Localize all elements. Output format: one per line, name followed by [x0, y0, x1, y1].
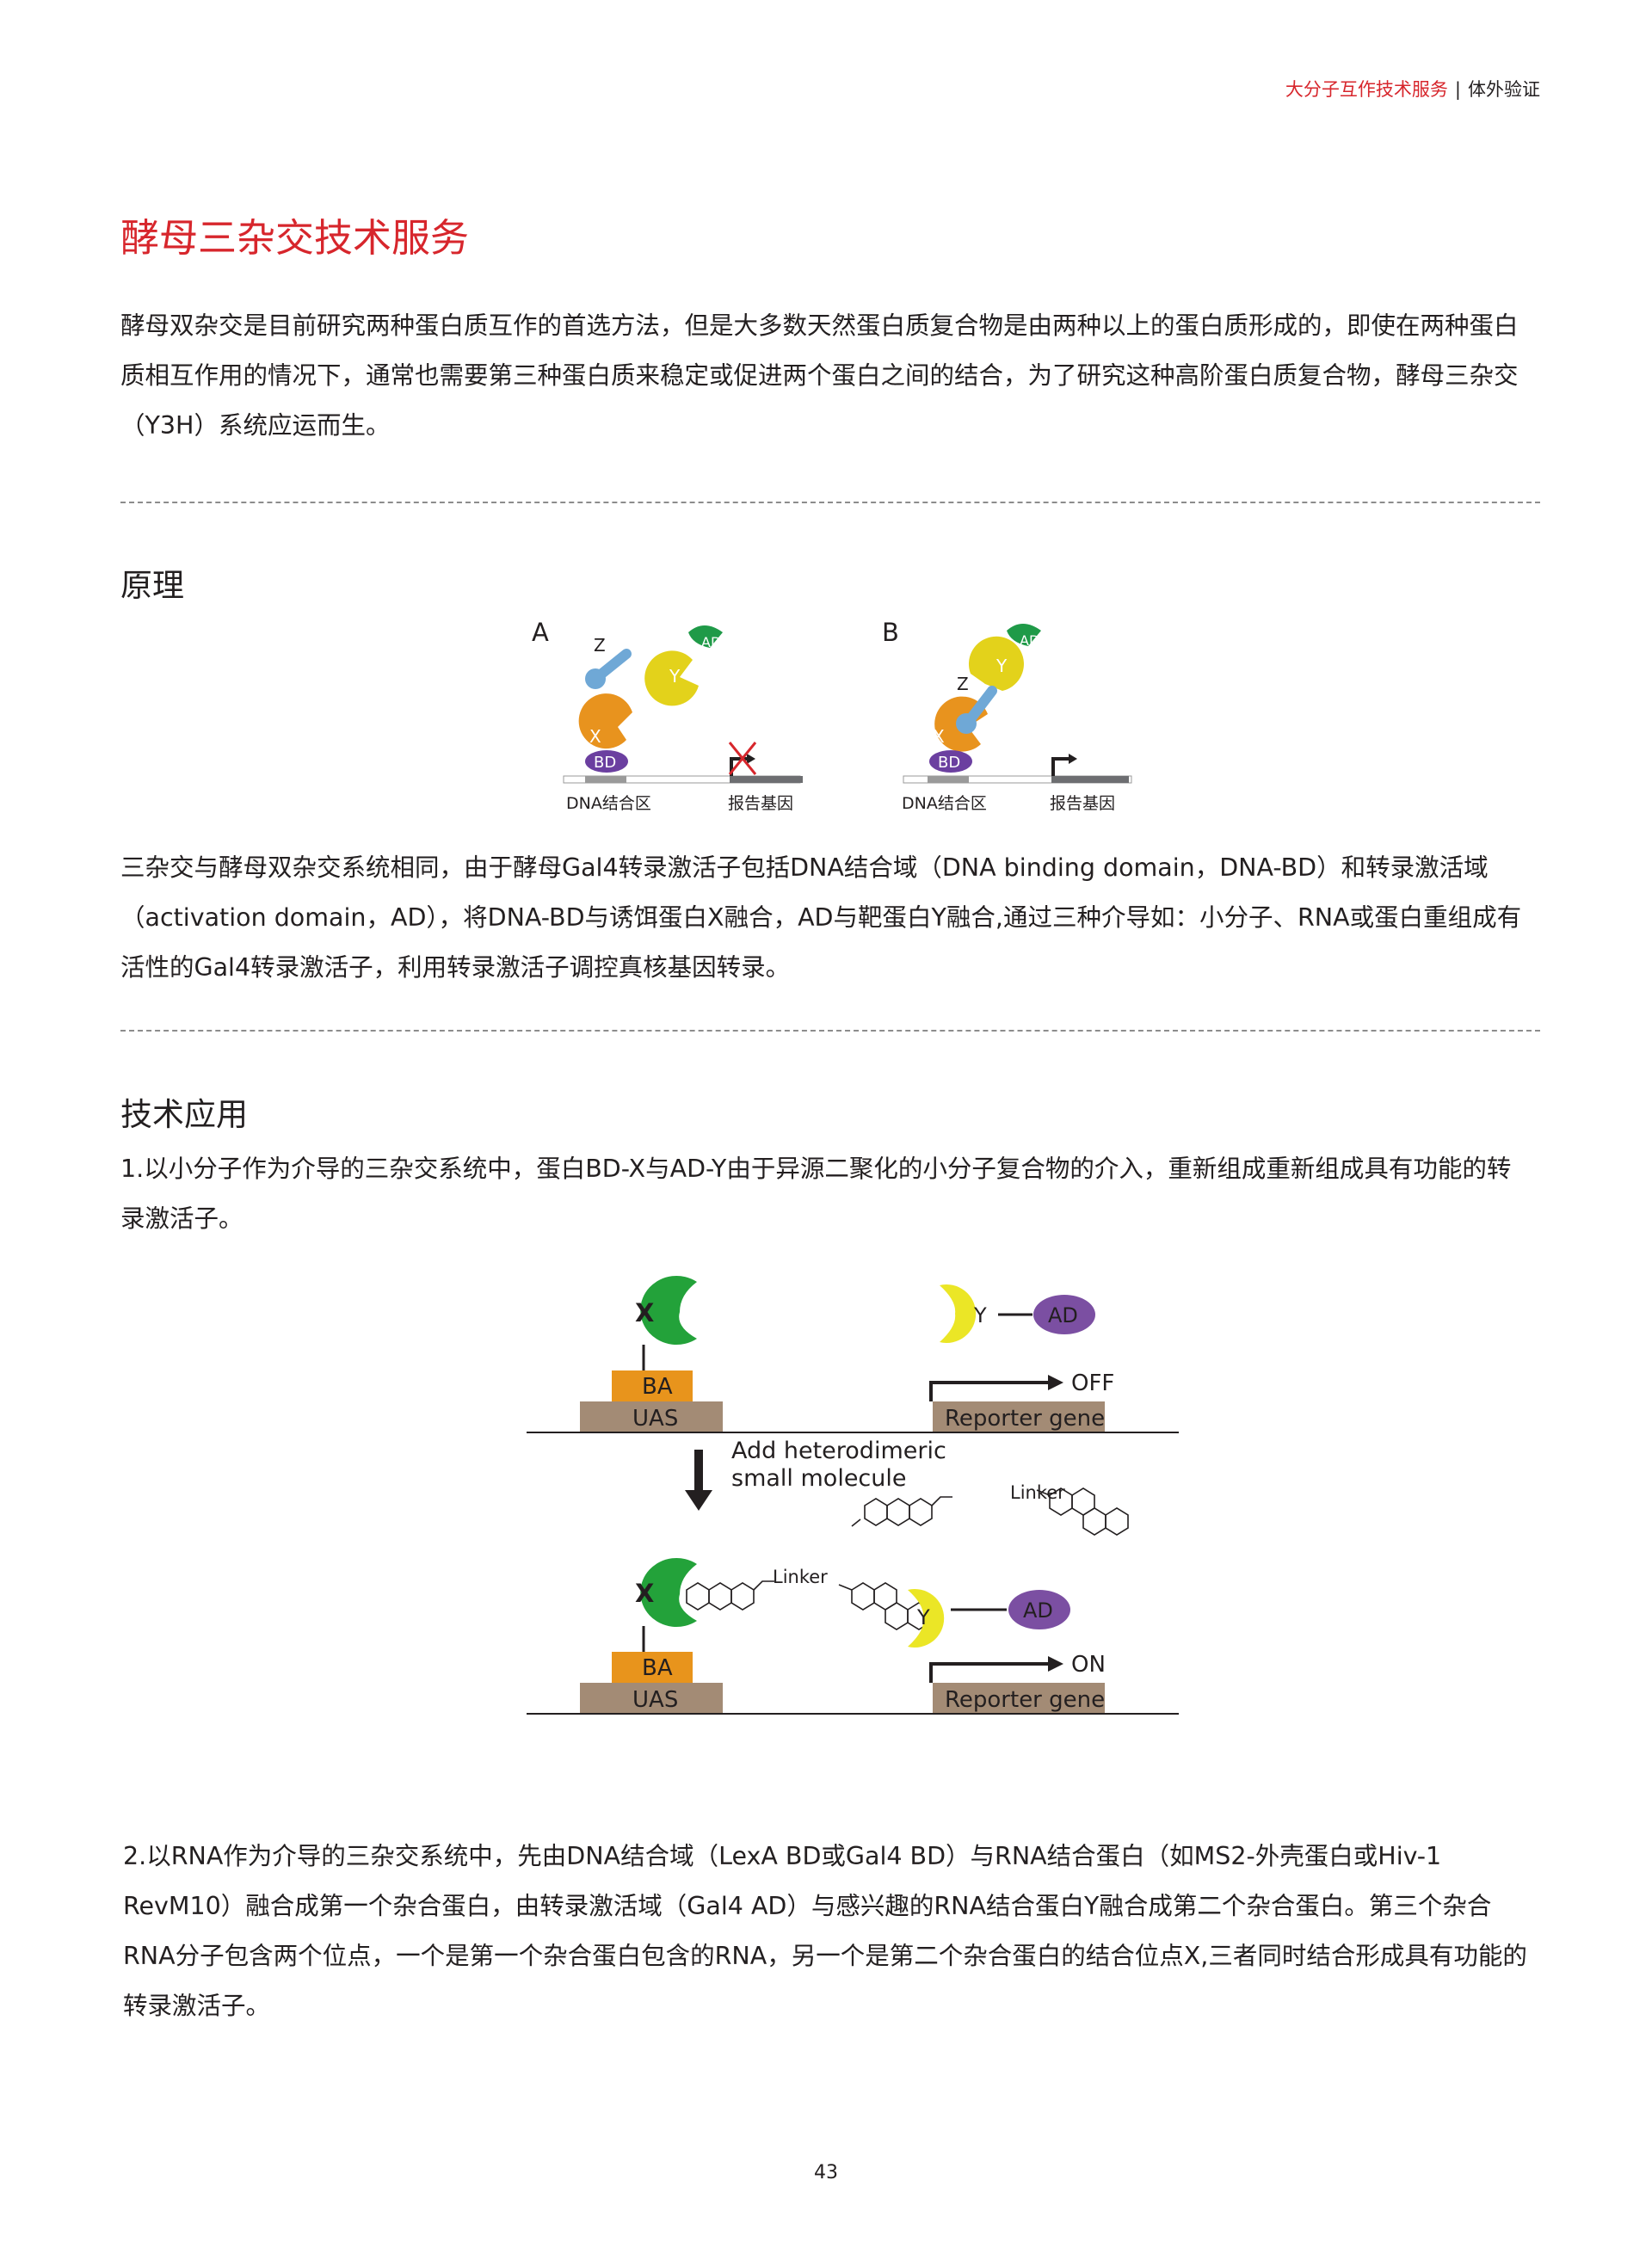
dna-binding-label-b: DNA结合区 — [902, 794, 987, 813]
panel-b: B Y AD Z X BD — [882, 618, 1132, 813]
y-protein: Y — [644, 650, 699, 706]
header-subsection: 体外验证 — [1468, 79, 1540, 100]
ba-label-bottom: BA — [642, 1655, 673, 1681]
off-label: OFF — [1071, 1370, 1114, 1396]
uas-label-bottom: UAS — [632, 1687, 678, 1713]
ad-label-top: AD — [1048, 1303, 1078, 1327]
bd-domain: BD — [585, 750, 628, 773]
small-molecule-figure: X BA UAS Y AD OFF Reporter gene Add hete… — [527, 1276, 1179, 1715]
z-molecule-b — [956, 686, 997, 734]
bound-molecule — [686, 1580, 931, 1630]
linker-label-bottom: Linker — [773, 1567, 828, 1587]
x-protein: X — [578, 693, 632, 749]
ad-label: AD — [701, 634, 721, 650]
on-state: X Linker Y AD BA UAS ON Reporter — [527, 1558, 1179, 1715]
uas-box-top — [580, 1401, 723, 1432]
header-section: 大分子互作技术服务 — [1285, 79, 1448, 100]
ba-box-bottom — [612, 1652, 693, 1683]
page-title: 酵母三杂交技术服务 — [120, 215, 470, 261]
x-protein-top: X — [635, 1276, 697, 1345]
dna-binding-label: DNA结合区 — [566, 794, 651, 813]
dna-strand-b — [903, 775, 1132, 784]
y-label-bottom: Y — [916, 1605, 930, 1629]
application-item-2: 2.以RNA作为介导的三杂交系统中，先由DNA结合域（LexA BD或Gal4 … — [123, 1842, 1527, 2020]
principle-figure: A Z Y AD X BD — [532, 618, 1132, 813]
reporter-label-top: Reporter gene — [945, 1406, 1105, 1432]
bd-label-b: BD — [938, 754, 960, 772]
z-label-b: Z — [957, 674, 969, 694]
x-protein-bottom: X — [635, 1558, 697, 1627]
principle-heading: 原理 — [120, 567, 184, 604]
reporter-gene-label: 报告基因 — [728, 794, 793, 813]
y-label: Y — [669, 666, 681, 687]
application-item-1: 1.以小分子作为介导的三杂交系统中，蛋白BD-X与AD-Y由于异源二聚化的小分子… — [120, 1155, 1512, 1233]
principle-paragraph: 三杂交与酵母双杂交系统相同，由于酵母Gal4转录激活子包括DNA结合域（DNA … — [120, 853, 1522, 982]
panel-a: A Z Y AD X BD — [532, 618, 803, 813]
section-divider — [120, 1030, 1540, 1032]
panel-b-label: B — [882, 618, 899, 647]
off-state: X BA UAS Y AD OFF Reporter gene — [527, 1276, 1179, 1433]
ad-domain-top — [1033, 1295, 1095, 1334]
uas-box-bottom — [580, 1683, 723, 1714]
z-label: Z — [594, 635, 606, 656]
bd-domain-b: BD — [929, 750, 972, 773]
heterodimeric-molecule — [851, 1487, 1129, 1536]
uas-label-top: UAS — [632, 1406, 678, 1432]
intro-paragraph: 酵母双杂交是目前研究两种蛋白质互作的首选方法，但是大多数天然蛋白质复合物是由两种… — [120, 311, 1519, 440]
bd-label: BD — [594, 754, 616, 772]
ba-label-top: BA — [642, 1374, 673, 1400]
y-protein-b: Y — [968, 636, 1024, 691]
reporter-gene-label-b: 报告基因 — [1050, 794, 1115, 813]
z-molecule — [585, 649, 632, 689]
header-separator: | — [1454, 79, 1461, 100]
promoter-arrow-active — [1051, 754, 1077, 776]
page-header: 大分子互作技术服务 | 体外验证 — [1285, 76, 1540, 102]
x-label-bottom: X — [635, 1579, 654, 1608]
ad-domain-bottom — [1008, 1590, 1070, 1629]
linker-label-mid: Linker — [1010, 1482, 1065, 1503]
section-divider — [120, 502, 1540, 503]
x-label-top: X — [635, 1298, 654, 1327]
y-protein-top: Y — [940, 1284, 987, 1343]
step-line-2: small molecule — [731, 1465, 907, 1492]
y-label-top: Y — [973, 1303, 987, 1327]
ad-label-b: AD — [1020, 632, 1039, 649]
step-line-1: Add heterodimeric — [731, 1438, 946, 1464]
panel-a-label: A — [532, 618, 549, 647]
x-label-b: X — [933, 726, 945, 747]
ad-label-bottom: AD — [1023, 1598, 1053, 1623]
ad-domain-b: AD — [1007, 624, 1041, 649]
y-label-b: Y — [996, 656, 1008, 676]
on-label: ON — [1071, 1652, 1106, 1678]
reporter-label-bottom: Reporter gene — [945, 1687, 1105, 1713]
ba-box-top — [612, 1370, 693, 1401]
promoter-arrow-blocked — [728, 742, 757, 776]
x-label: X — [589, 726, 601, 747]
add-molecule-step: Add heterodimeric small molecule Linker — [685, 1438, 1129, 1536]
ad-domain: AD — [688, 625, 723, 650]
dna-strand-a — [563, 775, 803, 784]
application-heading: 技术应用 — [120, 1096, 248, 1133]
page-number: 43 — [814, 2162, 838, 2183]
reporter-box-bottom — [933, 1683, 1105, 1714]
y-protein-bottom: Y — [908, 1589, 945, 1648]
reporter-box-top — [933, 1401, 1105, 1432]
